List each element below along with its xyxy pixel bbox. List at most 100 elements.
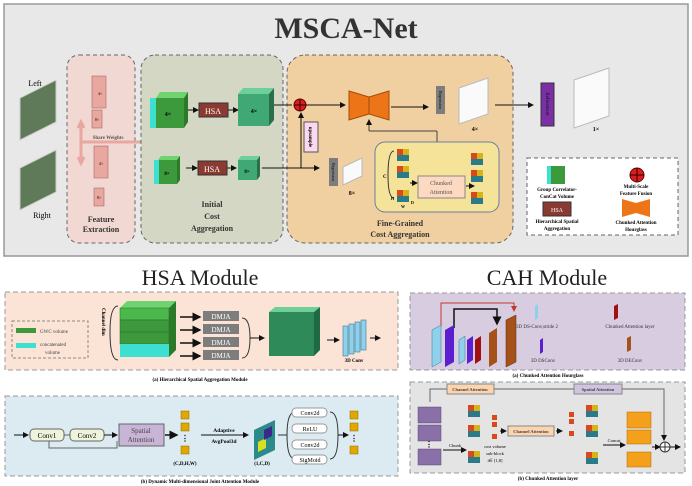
dmja-label: DMJA	[211, 352, 230, 360]
ca-layer-icon	[614, 304, 618, 320]
left-image	[19, 79, 57, 141]
hsa-caption-a: (a) Hierarchical Spatial Aggregation Mod…	[152, 378, 248, 383]
fine-grained-label: Fine-Grained	[377, 219, 424, 228]
deconv-icon	[627, 336, 631, 352]
hourglass-layers	[431, 314, 517, 368]
stack-label: Conv2d	[300, 411, 319, 417]
right-image	[19, 149, 57, 211]
feature-cubes	[180, 410, 190, 455]
legend-msff-label: Feature Fusion	[620, 192, 652, 197]
hsa-label: HSA	[205, 107, 221, 116]
spatial-attention-block	[118, 423, 165, 447]
legend-msff-label: Multi-Scale	[624, 185, 649, 190]
hsa-output-4x	[238, 88, 274, 126]
legend-hourglass-icon	[622, 199, 636, 217]
gcc-volume-8x	[154, 156, 180, 184]
chunked-attention-block	[417, 175, 466, 199]
initial-cost-label: Initial	[202, 200, 224, 209]
dsconv-icon	[540, 338, 543, 354]
cube-group-left	[397, 149, 409, 202]
share-weights-arrow	[76, 118, 145, 167]
regression-block-4x	[436, 86, 445, 114]
adaptive-pool-label: Adaptive	[213, 428, 235, 434]
disparity-map-4x	[458, 77, 489, 125]
dim-w-label: W	[401, 204, 405, 209]
upsample-label: upsample	[307, 127, 312, 148]
svg-text:⋮: ⋮	[350, 434, 358, 443]
final-disparity-map	[573, 67, 610, 129]
concat-volume-label: volume	[45, 351, 61, 356]
fe-scale: 4×	[98, 91, 102, 96]
legend-hsa-icon	[542, 201, 572, 217]
legend-cah-label: Chunked Attention	[616, 221, 657, 226]
conv2d-block	[291, 407, 328, 418]
spatial-attention-block	[573, 383, 623, 395]
chunked-attention-label: Attention	[430, 190, 453, 196]
channel-attention-mid-block	[507, 425, 555, 437]
conv1-label: Conv1	[38, 432, 57, 440]
refinement-block	[540, 82, 555, 127]
legend-hsa-text: HSA	[551, 208, 564, 214]
regression-block-8x	[329, 158, 338, 186]
dim-d-label: D	[411, 200, 414, 205]
dim-c-label: C	[383, 175, 387, 180]
initial-cost-label: Aggregation	[191, 224, 234, 233]
chunk-label: Chunk	[449, 443, 462, 448]
scale-label: 1×	[593, 127, 599, 133]
deconv-label: 3D DEConv	[618, 359, 643, 364]
dmja-block	[203, 337, 239, 347]
sub-block-cubes	[468, 405, 480, 463]
input-volume-chunks	[417, 406, 442, 466]
attended-cubes	[586, 405, 598, 464]
conv3d-icon	[342, 319, 367, 357]
concat-volume-label: concatenated	[40, 343, 67, 348]
stacked-volume	[119, 301, 176, 357]
scale-label: 4×	[251, 109, 257, 115]
feature-extraction-label: Feature	[88, 215, 115, 224]
fe-scale: 4×	[99, 161, 103, 166]
conv2-label: Conv2	[78, 432, 97, 440]
hsa-module-title: HSA Module	[142, 265, 259, 290]
output-volume-chunks	[626, 411, 652, 468]
sigmoid-block	[291, 454, 328, 465]
hsa-legend-box	[11, 320, 89, 359]
refinement-label: Refinement	[544, 92, 549, 116]
adaptive-pool-label: AvgPool3d	[211, 439, 236, 445]
feature-extraction-label: Extraction	[83, 225, 120, 234]
stack-label: ReLU	[303, 427, 318, 433]
shape-label: (C,D,H,W)	[173, 462, 197, 467]
scale-label: 4×	[472, 127, 478, 133]
svg-text:⋮: ⋮	[181, 434, 189, 443]
disparity-map-8x	[342, 157, 363, 186]
fine-grained-label: Cost Aggregation	[370, 230, 430, 239]
dmja-label: DMJA	[211, 313, 230, 321]
scale-label: 4×	[165, 112, 171, 118]
fe-scale: 8×	[97, 195, 101, 200]
msca-net-overview: MSCA-Net Left Right 4× 8× 4× 8× Share We…	[3, 3, 689, 257]
dmja-label: DMJA	[211, 339, 230, 347]
ds-conv-icon	[535, 304, 538, 320]
stack-label: Conv2d	[300, 443, 319, 449]
spatial-attention-label: Spatial	[131, 427, 150, 435]
cube-group-right	[471, 153, 483, 204]
chunked-attention-label: Chunked	[430, 181, 452, 187]
initial-cost-label: Cost	[204, 212, 220, 221]
stack-label: SigMoid	[299, 458, 320, 464]
svg-text:⋮: ⋮	[425, 440, 433, 449]
conv2d-block	[291, 439, 328, 450]
regression-label: Regression	[331, 163, 336, 181]
legend-gcc-label: Group Correlator-	[537, 188, 577, 193]
sub-block-label: i∈ [1,8]	[488, 458, 503, 464]
concat-volume-icon	[16, 343, 36, 348]
legend-hsa-label: Hierarchical Spatial	[535, 220, 579, 225]
dmja-block	[203, 311, 239, 321]
regression-label: Regression	[438, 91, 443, 109]
dim-h-label: H	[391, 196, 395, 201]
sub-block-label: cost volume	[484, 444, 506, 449]
channel-attention-mid-label: Channel Attention	[513, 429, 549, 434]
cah-module: CAH Module 3D DS-Conv,stride 2 Chunked A…	[409, 265, 686, 482]
ca-layer-label: Chunked Attention layer	[605, 325, 654, 330]
share-weights-label: Share Weights	[93, 136, 124, 141]
left-label: Left	[28, 79, 42, 88]
